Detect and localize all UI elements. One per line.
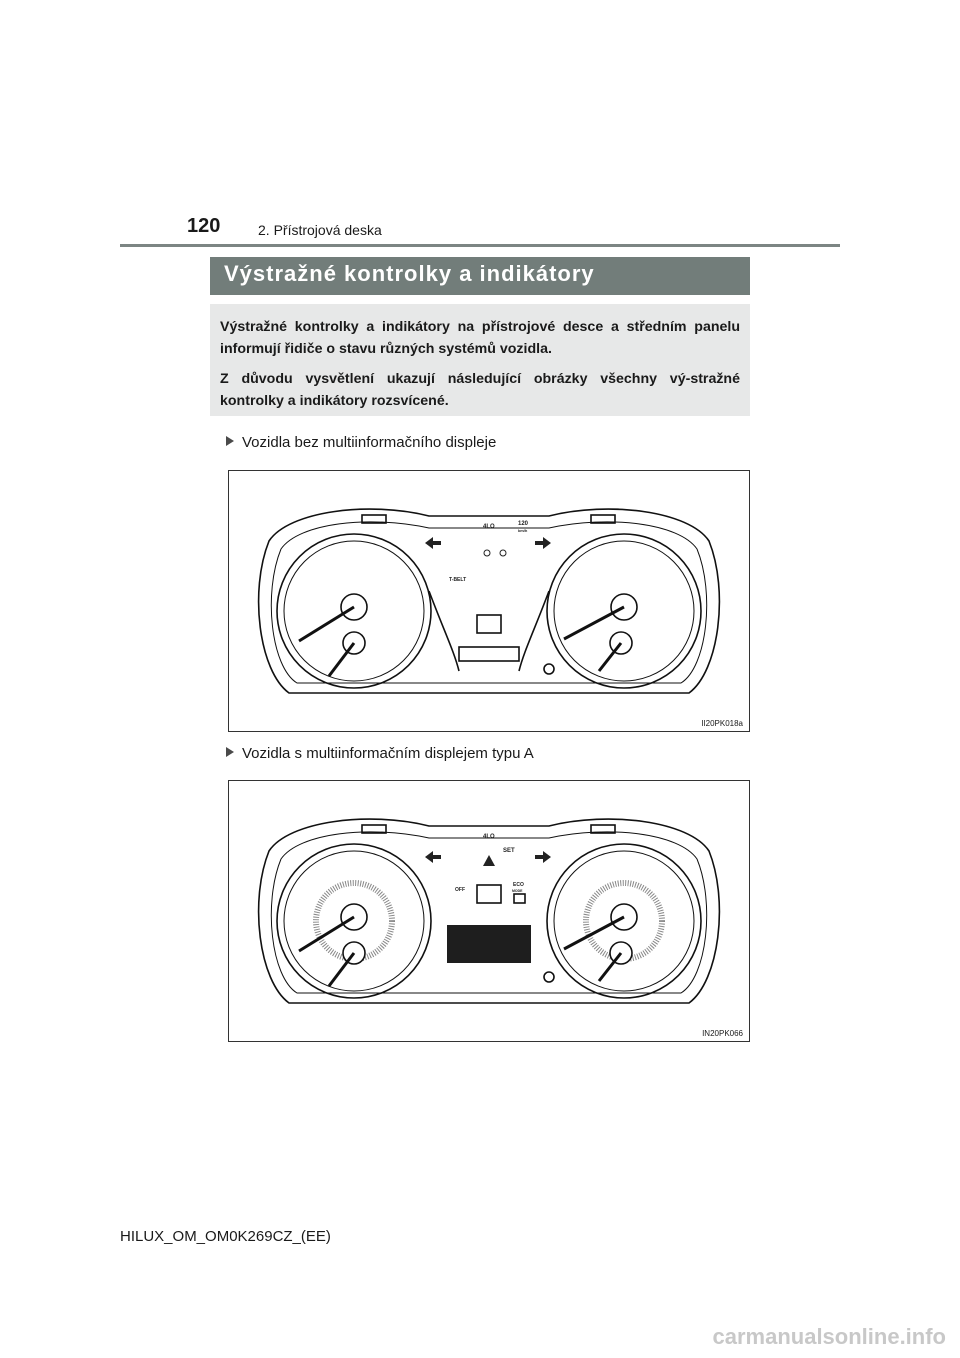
fig2-label-set: SET xyxy=(503,848,515,854)
figure-code-1: II20PK018a xyxy=(701,719,743,728)
intro-paragraph-1: Výstražné kontrolky a indikátory na přís… xyxy=(220,319,740,357)
turn-left-icon xyxy=(425,851,441,863)
instrument-cluster-figure-2: 4LO SET OFF ECO MODE IN20PK066 xyxy=(228,780,750,1042)
turn-right-icon xyxy=(535,851,551,863)
turn-right-icon xyxy=(535,537,551,549)
fig1-label-speed: 120 xyxy=(518,521,529,527)
figure-code-2: IN20PK066 xyxy=(702,1029,743,1038)
fig1-label-tbelt: T-BELT xyxy=(449,577,466,583)
bullet-triangle-icon xyxy=(226,436,234,446)
fig2-label-eco: ECO xyxy=(513,882,524,888)
footer-model-code: HILUX_OM_OM0K269CZ_(EE) xyxy=(120,1228,331,1245)
header-divider xyxy=(120,244,840,247)
variant-caption-2-text: Vozidla s multiinformačním displejem typ… xyxy=(242,745,534,762)
multi-information-display xyxy=(447,925,531,963)
fig2-label-eco-mode: MODE xyxy=(512,889,523,893)
fig1-label-speed-unit: km/h xyxy=(518,528,528,533)
turn-left-icon xyxy=(425,537,441,549)
intro-box: Výstražné kontrolky a indikátory na přís… xyxy=(210,304,750,416)
fig2-label-4lo: 4LO xyxy=(483,834,495,840)
variant-caption-1: Vozidla bez multiinformačního displeje xyxy=(226,434,496,451)
instrument-cluster-figure-1: 4LO 120 km/h T-BELT II20PK018a xyxy=(228,470,750,732)
fig2-label-off: OFF xyxy=(455,887,465,893)
intro-paragraph-2: Z důvodu vysvětlení ukazují následující … xyxy=(220,371,740,409)
instrument-cluster-drawing-2: 4LO SET OFF ECO MODE xyxy=(257,818,721,1004)
variant-caption-1-text: Vozidla bez multiinformačního displeje xyxy=(242,434,497,451)
page-number: 120 xyxy=(187,215,221,237)
bullet-triangle-icon xyxy=(226,747,234,757)
fig1-label-4lo: 4LO xyxy=(483,524,495,530)
instrument-cluster-drawing-1: 4LO 120 km/h T-BELT xyxy=(257,508,721,694)
section-title: Výstražné kontrolky a indikátory xyxy=(210,257,750,295)
master-warning-icon xyxy=(483,855,495,866)
chapter-title: 2. Přístrojová deska xyxy=(258,222,382,238)
watermark: carmanualsonline.info xyxy=(712,1324,947,1349)
variant-caption-2: Vozidla s multiinformačním displejem typ… xyxy=(226,745,534,762)
